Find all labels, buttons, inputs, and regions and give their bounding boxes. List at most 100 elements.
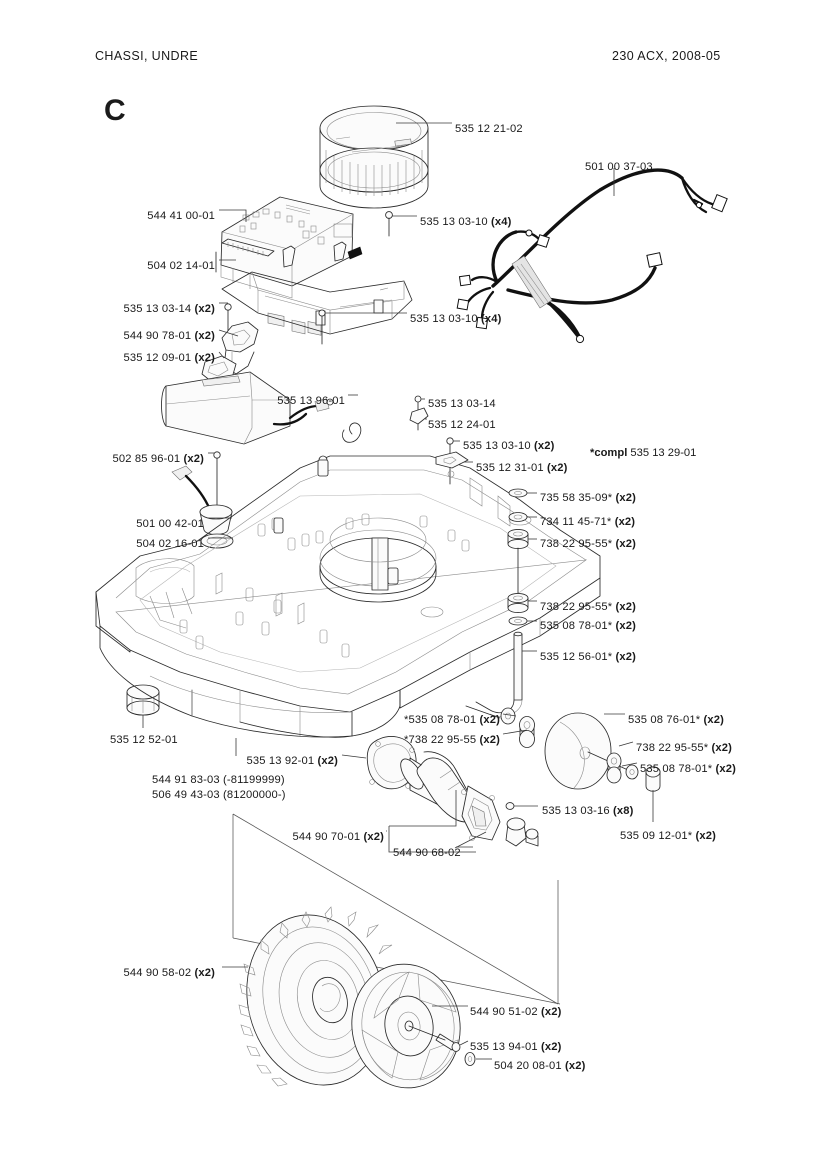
part-label-battery-cable: 535 13 96-01 [277, 395, 345, 408]
part-label-bearing-738-22-a: 738 22 95-55* (x2) [540, 538, 636, 551]
part-number: 544 91 83-03 (-81199999) [152, 774, 285, 786]
part-label-axle-535-12-56: 535 12 56-01* (x2) [540, 651, 636, 664]
part-quantity: (x8) [613, 805, 634, 817]
part-label-bracket-78-01: 544 90 78-01 (x2) [123, 330, 215, 343]
part-number: 504 02 14-01 [147, 260, 215, 272]
part-number: 535 12 31-01 [476, 462, 544, 474]
part-number: 535 13 92-01 [246, 755, 315, 767]
part-number: 535 13 03-14 [428, 398, 496, 410]
part-number: 535 12 09-01 [123, 352, 192, 364]
part-label-tyre-544-90-58: 544 90 58-02 (x2) [123, 967, 215, 980]
hubcap-art [351, 963, 492, 1089]
part-number: 535 12 24-01 [428, 419, 496, 431]
part-label-washer-535-08-78-b: *535 08 78-01 (x2) [404, 714, 500, 727]
compl-note: *compl 535 13 29-01 [590, 447, 696, 459]
part-label-cover-535-12-52: 535 12 52-01 [110, 734, 178, 747]
part-label-screw-535-13-03-16: 535 13 03-16 (x8) [542, 805, 634, 818]
part-label-cap-535-09-12: 535 09 12-01* (x2) [620, 830, 716, 843]
left-small-parts-art [126, 451, 234, 728]
part-label-bracket-12-09: 535 12 09-01 (x2) [123, 352, 215, 365]
part-quantity: (x2) [534, 440, 555, 452]
part-label-hubcap-544-90-51: 544 90 51-02 (x2) [470, 1006, 562, 1019]
part-label-screw-03-14: 535 13 03-14 [428, 398, 496, 411]
part-number: 544 90 58-02 [123, 967, 192, 979]
part-quantity: (x2) [703, 714, 725, 726]
part-label-bracket-12-31: 535 12 31-01 (x2) [476, 462, 568, 475]
part-quantity: (x2) [479, 714, 500, 726]
part-number: 504 02 16-01 [136, 538, 204, 550]
part-label-harness: 501 00 37-03 [585, 161, 653, 174]
part-number: 738 22 95-55* [540, 601, 613, 613]
part-quantity: (x2) [615, 651, 637, 663]
part-quantity: (x2) [194, 352, 215, 364]
part-quantity: (x2) [547, 462, 568, 474]
part-number: 535 13 03-10 [410, 313, 478, 325]
part-label-chassis-old: 544 91 83-03 (-81199999) [152, 774, 285, 787]
part-number: 735 58 35-09* [540, 492, 613, 504]
part-label-wheel-535-08-76: 535 08 76-01* (x2) [628, 714, 724, 727]
part-number: 535 09 12-01* [620, 830, 693, 842]
part-label-bearing-738-22-c: *738 22 95-55 (x2) [404, 734, 500, 747]
part-label-screw-03-14-x2: 535 13 03-14 (x2) [123, 303, 215, 316]
part-number: 502 85 96-01 [112, 453, 181, 465]
part-label-washer-535-08-78-c: 535 08 78-01* (x2) [640, 763, 736, 776]
part-label-screw-535-13-94: 535 13 94-01 (x2) [470, 1041, 562, 1054]
part-quantity: (x2) [615, 620, 637, 632]
part-quantity: (x4) [481, 313, 502, 325]
part-label-washer-735-58: 735 58 35-09* (x2) [540, 492, 636, 505]
upper-deck-art [221, 211, 413, 345]
part-number: 738 22 95-55* [636, 742, 709, 754]
part-quantity: (x2) [711, 742, 733, 754]
part-label-screw-top-x4: 535 13 03-10 (x4) [420, 216, 512, 229]
part-number: 738 22 95-55* [540, 538, 613, 550]
part-label-seal-734-11: 734 11 45-71* (x2) [540, 516, 635, 529]
part-quantity: (x2) [479, 734, 500, 746]
section-letter: C [104, 94, 126, 127]
page-title-left: CHASSI, UNDRE [95, 49, 199, 63]
part-label-washer-504-20-08: 504 20 08-01 (x2) [494, 1060, 586, 1073]
part-label-gasket-535-13-92: 535 13 92-01 (x2) [246, 755, 338, 768]
part-number: 535 12 21-02 [455, 123, 523, 135]
fan-housing-art [319, 105, 429, 209]
wiring-harness-art [456, 168, 728, 344]
part-quantity: (x2) [541, 1041, 562, 1053]
part-quantity: (x2) [541, 1006, 562, 1018]
part-label-screw-502-85: 502 85 96-01 (x2) [112, 453, 204, 466]
part-quantity: (x2) [615, 538, 637, 550]
part-label-clip-12-24: 535 12 24-01 [428, 419, 496, 432]
part-number: 504 20 08-01 [494, 1060, 562, 1072]
part-number: 535 13 03-16 [542, 805, 610, 817]
part-quantity: (x2) [695, 830, 717, 842]
part-quantity: (x4) [491, 216, 512, 228]
part-number: 734 11 45-71* [540, 516, 612, 528]
part-label-circuit-board: 544 41 00-01 [147, 210, 215, 223]
compl-note-number: 535 13 29-01 [630, 447, 697, 459]
part-label-bearing-738-22-b: 738 22 95-55* (x2) [540, 601, 636, 614]
part-quantity: (x2) [715, 763, 737, 775]
part-quantity: (x2) [317, 755, 338, 767]
part-label-chassis-new: 506 49 43-03 (81200000-) [152, 789, 286, 802]
chassis-tub-art [95, 455, 601, 738]
part-number: *738 22 95-55 [403, 734, 477, 746]
motor-assembly-art [366, 736, 539, 853]
part-quantity: (x2) [194, 330, 215, 342]
part-label-fan-housing: 535 12 21-02 [455, 123, 523, 136]
part-quantity: (x2) [183, 453, 204, 465]
part-label-ring-504-02-16: 504 02 16-01 [136, 538, 204, 551]
part-number: 544 90 70-01 [292, 831, 361, 843]
part-quantity: (x2) [615, 601, 637, 613]
leader-lines [208, 122, 638, 848]
battery-pack-art [161, 371, 334, 445]
part-number: 535 13 94-01 [470, 1041, 538, 1053]
part-label-screw-03-10-x2: 535 13 03-10 (x2) [463, 440, 555, 453]
part-label-washer-535-08-78-a: 535 08 78-01* (x2) [540, 620, 636, 633]
part-label-motor-544-90-70: 544 90 70-01 (x2) [292, 831, 384, 844]
right-wheel-art [465, 705, 661, 822]
bottom-tyre-art [222, 906, 393, 1087]
part-number: 544 90 68-02 [393, 847, 461, 859]
part-number: 506 49 43-03 (81200000-) [152, 789, 286, 801]
part-label-gearbox-544-90-68: 544 90 68-02 [393, 847, 461, 860]
part-quantity: (x2) [615, 492, 637, 504]
